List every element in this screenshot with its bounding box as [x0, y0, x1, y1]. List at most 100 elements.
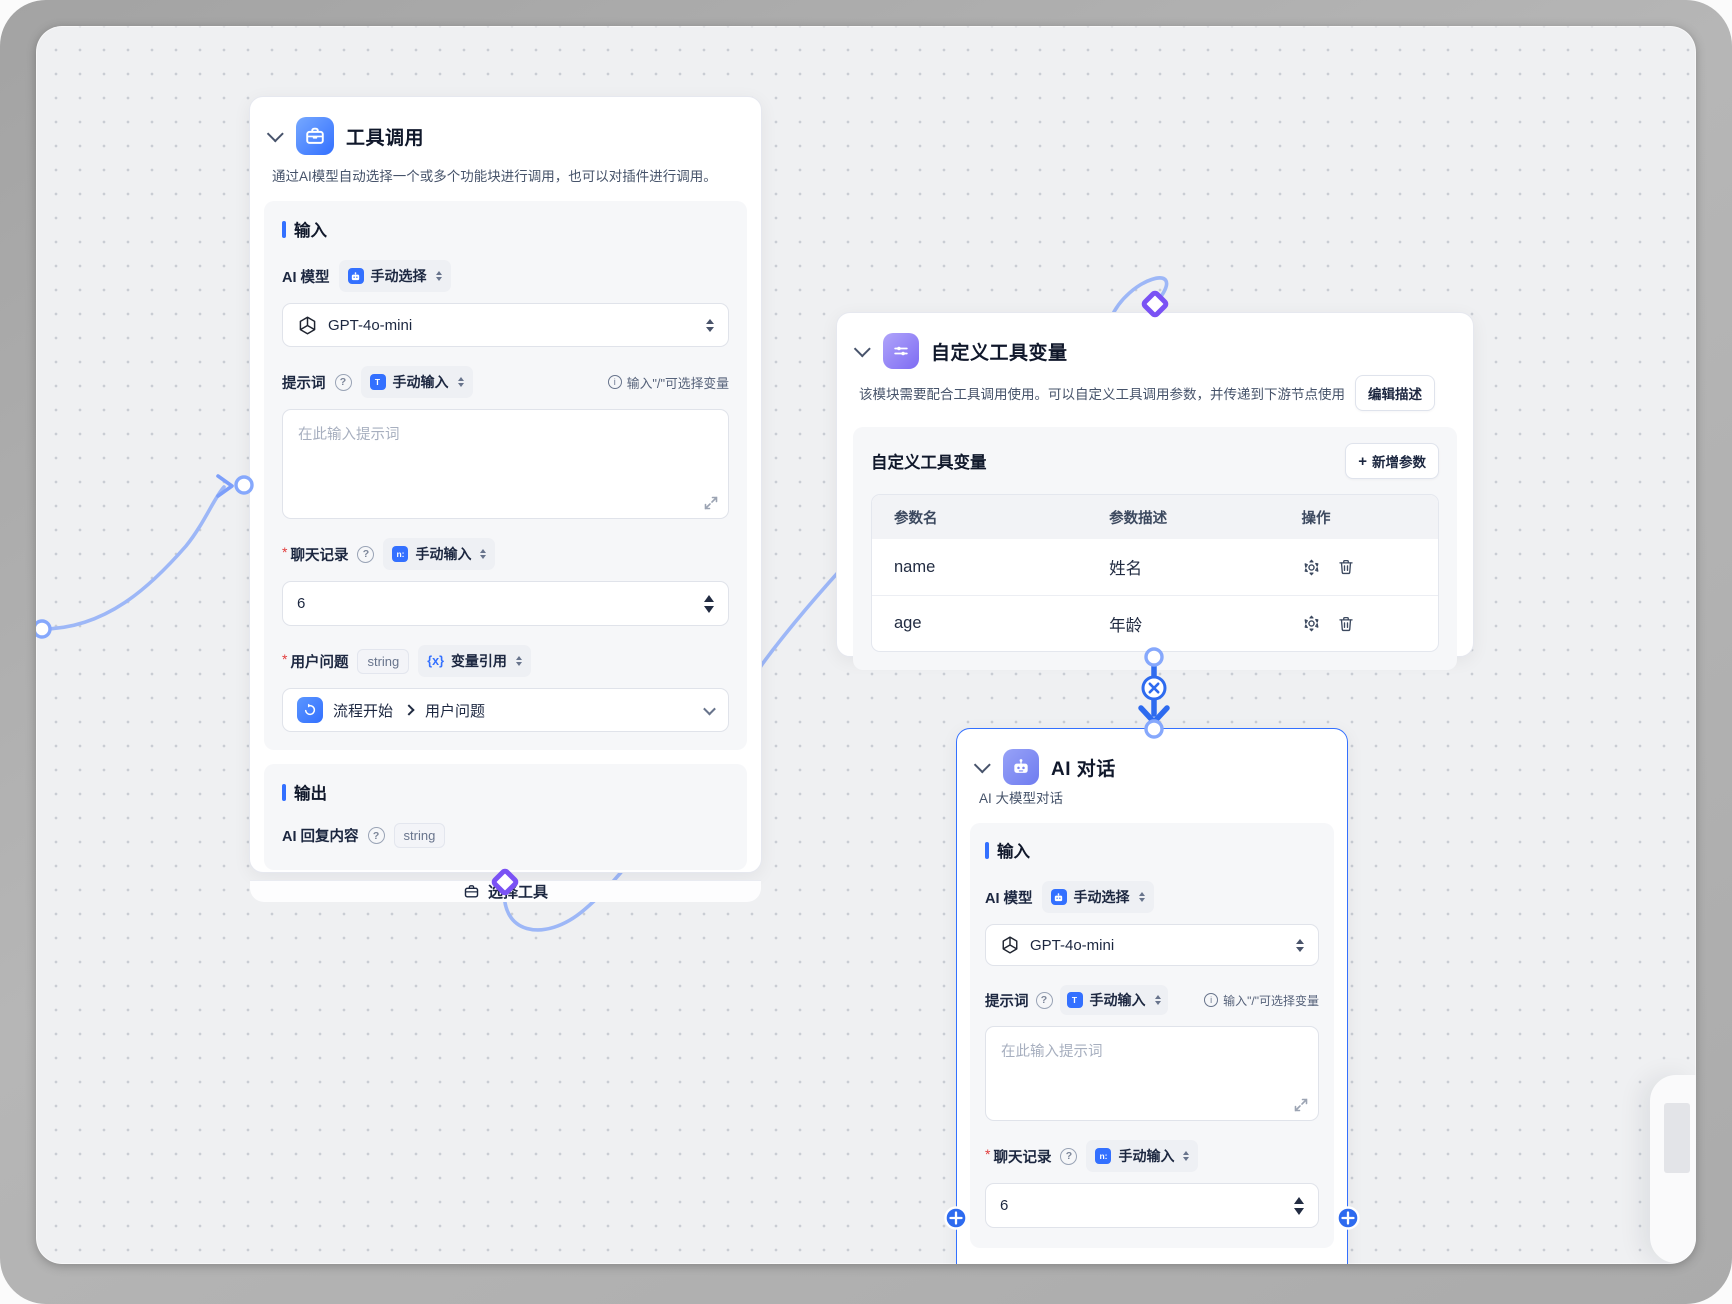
prompt-textarea[interactable]: [986, 1027, 1318, 1120]
table-row: name 姓名: [872, 539, 1438, 595]
question-ref-select[interactable]: 流程开始 用户问题: [282, 688, 729, 732]
node-title: 工具调用: [346, 127, 425, 149]
prompt-label: 提示词: [985, 993, 1029, 1010]
input-section-title: 输入: [282, 217, 729, 241]
chevron-updown-icon: [1154, 994, 1161, 1006]
history-row: * 聊天记录 ? n: 手动输入: [282, 538, 729, 570]
number-stepper[interactable]: [704, 594, 714, 613]
help-icon[interactable]: ?: [367, 827, 385, 844]
param-desc: 姓名: [1109, 560, 1143, 578]
help-icon[interactable]: ?: [357, 545, 375, 563]
model-select[interactable]: GPT-4o-mini: [985, 924, 1319, 966]
history-mode-select[interactable]: n: 手动输入: [383, 538, 496, 570]
prompt-textarea[interactable]: [283, 410, 728, 518]
question-mode-select[interactable]: {x} 变量引用: [418, 645, 531, 677]
robot-icon: [1003, 749, 1039, 785]
question-row: * 用户问题 string {x} 变量引用: [282, 645, 729, 677]
node-tool-call[interactable]: 工具调用 通过AI模型自动选择一个或多个功能块进行调用，也可以对插件进行调用。 …: [249, 96, 762, 902]
gear-icon[interactable]: [1302, 558, 1321, 577]
reply-row: AI 回复内容 ? string: [282, 823, 729, 848]
chevron-updown-icon: [1138, 891, 1145, 903]
input-section-title: 输入: [985, 838, 1319, 862]
tool-call-header: 工具调用: [250, 97, 761, 161]
custom-vars-desc-row: 该模块需要配合工具调用使用。可以自定义工具调用参数，并传递到下游节点使用 编辑描…: [837, 373, 1473, 425]
chevron-right-icon: [403, 704, 415, 716]
input-panel: 输入 AI 模型 手动选择 GPT-4o-mini: [970, 823, 1334, 1248]
prompt-textarea-wrap: [282, 409, 729, 519]
help-icon[interactable]: ?: [1060, 1147, 1078, 1165]
history-mode-select[interactable]: n: 手动输入: [1086, 1140, 1199, 1172]
history-row: * 聊天记录 ? n: 手动输入: [985, 1140, 1319, 1172]
node-subtitle: AI 大模型对话: [979, 791, 1064, 806]
col-param-desc: 参数描述: [1109, 510, 1168, 527]
ai-model-label: AI 模型: [985, 890, 1033, 907]
prompt-textarea-wrap: [985, 1026, 1319, 1121]
ai-chat-header: AI 对话: [957, 729, 1347, 787]
table-row: age 年龄: [872, 595, 1438, 651]
flow-canvas[interactable]: 工具调用 通过AI模型自动选择一个或多个功能块进行调用，也可以对插件进行调用。 …: [36, 26, 1696, 1264]
prompt-mode-select[interactable]: T 手动输入: [360, 366, 473, 398]
node-title: AI 对话: [1051, 758, 1116, 780]
collapse-chevron-icon[interactable]: [266, 125, 284, 143]
flow-start-icon: [297, 697, 323, 723]
robot-icon: [347, 268, 364, 284]
section-bar: [282, 220, 286, 238]
expand-icon[interactable]: [1294, 1098, 1308, 1112]
model-mode-select[interactable]: 手动选择: [1041, 881, 1154, 913]
number-input-icon: n:: [1095, 1148, 1112, 1164]
gear-icon[interactable]: [1302, 614, 1321, 633]
node-ai-chat[interactable]: AI 对话 AI 大模型对话 输入 AI 模型 手动选择: [956, 728, 1348, 1264]
help-icon[interactable]: ?: [334, 373, 352, 391]
params-table-header: 参数名 参数描述 操作: [872, 495, 1438, 539]
briefcase-icon: [296, 117, 334, 155]
select-caret-icon: [1296, 938, 1304, 952]
section-bar: [282, 783, 286, 801]
expand-icon[interactable]: [704, 496, 718, 510]
type-badge: string: [357, 648, 410, 674]
node-custom-vars[interactable]: 自定义工具变量 该模块需要配合工具调用使用。可以自定义工具调用参数，并传递到下游…: [836, 312, 1474, 670]
variable-hint: i 输入"/"可选择变量: [1204, 992, 1319, 1009]
history-value-field[interactable]: [1000, 1197, 1294, 1214]
prompt-row: 提示词 ? T 手动输入 i 输入"/"可选择变量: [282, 366, 729, 398]
number-stepper[interactable]: [1294, 1196, 1304, 1215]
edge-source-port: [36, 619, 52, 639]
param-name: age: [894, 614, 922, 632]
x-icon: [1148, 682, 1160, 694]
openai-logo-icon: [299, 316, 316, 334]
required-asterisk: *: [282, 651, 288, 667]
select-caret-icon: [706, 318, 714, 332]
edit-description-button[interactable]: 编辑描述: [1355, 375, 1435, 411]
question-label: 用户问题: [290, 654, 349, 671]
variables-panel: 自定义工具变量 + 新增参数 参数名 参数描述 操作 name 姓名: [853, 427, 1457, 670]
trash-icon[interactable]: [1337, 615, 1355, 633]
edge-start-to-toolcall: [40, 485, 226, 631]
model-select[interactable]: GPT-4o-mini: [282, 303, 729, 347]
model-mode-select[interactable]: 手动选择: [338, 260, 451, 292]
right-edge-panel[interactable]: [1650, 1075, 1696, 1263]
input-panel: 输入 AI 模型 手动选择 GPT-4o-mini: [264, 201, 747, 750]
history-label: 聊天记录: [290, 547, 349, 564]
select-tool-button[interactable]: 选择工具: [250, 880, 761, 902]
chevron-updown-icon: [435, 270, 442, 282]
node-description: 该模块需要配合工具调用使用。可以自定义工具调用参数，并传递到下游节点使用: [859, 387, 1345, 402]
text-input-icon: T: [369, 374, 386, 390]
output-section-title: 输出: [282, 780, 729, 804]
prompt-mode-select[interactable]: T 手动输入: [1059, 985, 1168, 1015]
edge-arrowhead: [216, 474, 234, 498]
ai-model-label: AI 模型: [282, 269, 330, 286]
collapse-chevron-icon[interactable]: [973, 756, 991, 774]
collapse-chevron-icon[interactable]: [853, 340, 871, 358]
openai-logo-icon: [1002, 936, 1018, 954]
ai-model-row: AI 模型 手动选择: [985, 881, 1319, 913]
trash-icon[interactable]: [1337, 558, 1355, 576]
variables-panel-header: 自定义工具变量 + 新增参数: [871, 443, 1439, 479]
add-param-button[interactable]: + 新增参数: [1345, 443, 1439, 479]
param-desc: 年龄: [1109, 616, 1143, 635]
delete-edge-button: [1141, 675, 1167, 701]
required-asterisk: *: [985, 1146, 991, 1162]
info-icon: i: [607, 375, 622, 389]
help-icon[interactable]: ?: [1035, 991, 1053, 1009]
chevron-updown-icon: [1183, 1150, 1190, 1162]
history-value-field[interactable]: [297, 595, 704, 612]
text-input-icon: T: [1066, 992, 1083, 1008]
